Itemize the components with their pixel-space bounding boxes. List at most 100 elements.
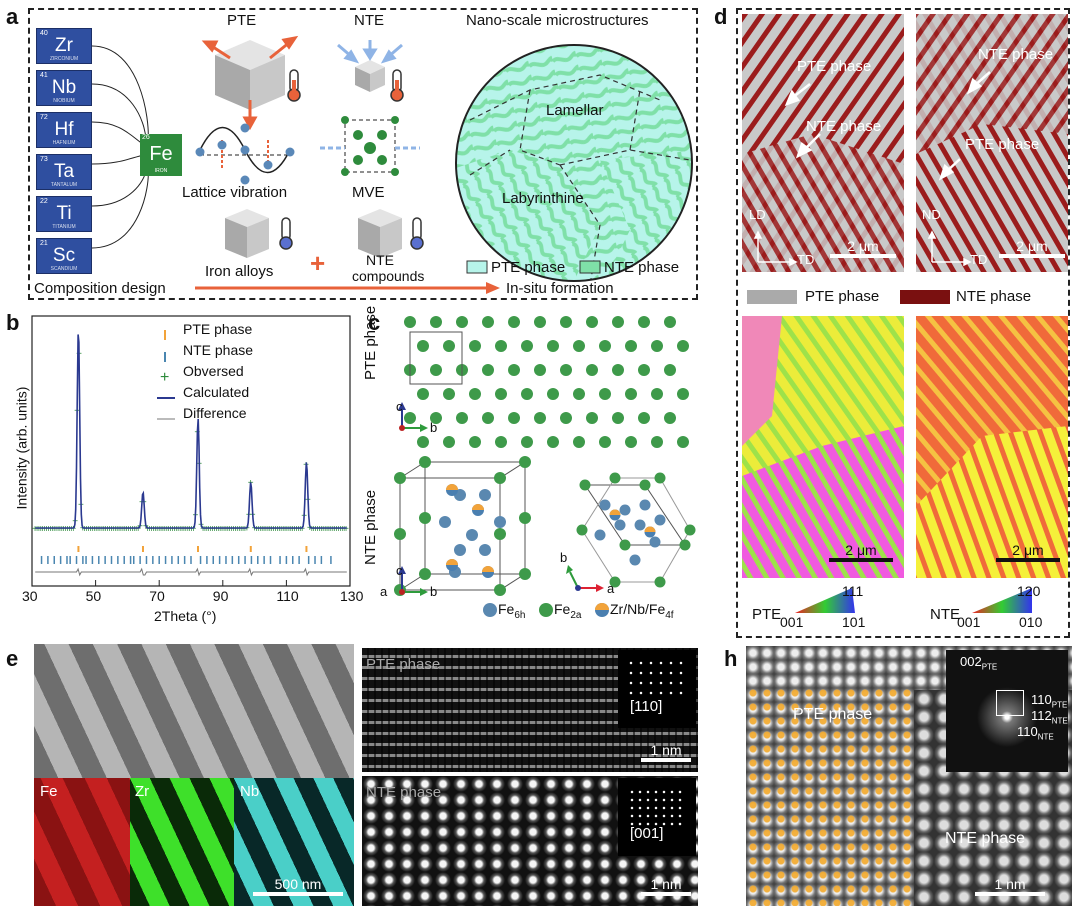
- fft-110-pte: 110PTE: [1031, 692, 1068, 710]
- observed-point: +: [88, 524, 94, 535]
- zr-map-label: Zr: [135, 783, 150, 800]
- observed-point: +: [254, 524, 260, 535]
- fe-atom: [495, 388, 507, 400]
- fe-atom: [469, 388, 481, 400]
- pte-swatch: [466, 260, 488, 274]
- x-tick-label: 130: [340, 588, 364, 604]
- legend-pte-swatch: [747, 290, 797, 304]
- fe-atom: [586, 412, 598, 424]
- fe6h-atom: [654, 514, 666, 526]
- observed-point: +: [120, 524, 126, 535]
- observed-point: +: [221, 524, 227, 535]
- fe-atom: [456, 316, 468, 328]
- fe2a-atom: [394, 472, 406, 484]
- observed-point: +: [126, 524, 132, 535]
- observed-point: +: [168, 524, 174, 535]
- observed-point: +: [118, 524, 124, 535]
- fe2a-atom: [654, 576, 666, 588]
- observed-point: +: [122, 524, 128, 535]
- sem-right-label-2: PTE phase: [965, 136, 1040, 153]
- fe-atom: [547, 436, 559, 448]
- observed-point: +: [68, 524, 74, 535]
- element-symbol: Sc: [52, 245, 76, 266]
- fe2a-atom: [494, 528, 506, 540]
- observed-point: +: [145, 524, 151, 535]
- fe-map-label: Fe: [40, 783, 58, 800]
- legend-observed: Obversed: [183, 363, 244, 379]
- observed-point: +: [150, 524, 156, 535]
- interface-scalebar: 1 nm: [970, 876, 1050, 896]
- observed-point: +: [80, 524, 86, 535]
- nte-diffraction-inset: [618, 778, 696, 856]
- sem-left-label-1: PTE phase: [797, 58, 872, 75]
- fe2a-atom: [609, 472, 621, 484]
- observed-point: +: [63, 524, 69, 535]
- observed-point: +: [326, 524, 332, 535]
- observed-point: +: [231, 524, 237, 535]
- observed-point: +: [32, 524, 38, 535]
- sem-top-images: [742, 14, 1068, 272]
- legend-fe6h: Fe6h: [498, 601, 526, 621]
- observed-point: +: [128, 524, 134, 535]
- observed-point: +: [59, 524, 65, 535]
- observed-point: +: [164, 524, 170, 535]
- fe-atom: [534, 316, 546, 328]
- observed-point: +: [34, 524, 40, 535]
- nte-axes-icon: [398, 566, 428, 596]
- fe6h-atom: [439, 516, 451, 528]
- observed-point: +: [240, 524, 246, 535]
- observed-point: +: [297, 524, 303, 535]
- panel-e-label: e: [6, 646, 19, 671]
- y-axis-label: Intensity (arb. units): [13, 386, 30, 510]
- fe-atom: [586, 316, 598, 328]
- observed-point: +: [337, 524, 343, 535]
- pte-phase-vlabel: PTE phase: [362, 305, 379, 380]
- observed-point: +: [242, 524, 248, 535]
- element-symbol: Nb: [51, 77, 77, 98]
- fe-atom: [625, 436, 637, 448]
- observed-point: +: [38, 524, 44, 535]
- nte-compounds-label-1: NTE: [366, 252, 394, 268]
- iron-alloy-cube-icon: [225, 209, 269, 258]
- svg-text:+: +: [160, 369, 169, 386]
- fe6h-atom: [629, 554, 641, 566]
- observed-point: +: [84, 524, 90, 535]
- fe-atom: [599, 340, 611, 352]
- observed-point: +: [320, 524, 326, 535]
- fe6h-atom: [494, 516, 506, 528]
- fe-atom: [404, 316, 416, 328]
- fe2a-atom-icon: [539, 603, 553, 617]
- observed-point: +: [343, 524, 349, 535]
- fe2a-atom: [394, 528, 406, 540]
- pte-title: PTE: [227, 12, 257, 29]
- nb-map-label: Nb: [240, 783, 260, 800]
- observed-point: +: [288, 524, 294, 535]
- observed-point: +: [295, 524, 301, 535]
- hex-axes-icon: [566, 565, 604, 592]
- zr-map: [130, 778, 234, 906]
- fe-symbol: Fe: [149, 143, 173, 165]
- legend-fe2a: Fe2a: [554, 601, 582, 621]
- element-name: TANTALUM: [50, 182, 78, 188]
- axis-b-label-2: b: [430, 584, 438, 599]
- observed-point: +: [234, 524, 240, 535]
- element-number: 72: [40, 114, 48, 121]
- ebsd-right-scalebar: 2 μm: [993, 542, 1063, 562]
- observed-point: +: [229, 524, 235, 535]
- fe2a-atom: [679, 539, 691, 551]
- observed-point: +: [311, 524, 317, 535]
- panel-b-label: b: [6, 310, 20, 335]
- haadf-image: [34, 644, 354, 778]
- fe-atom: [677, 436, 689, 448]
- fe6h-atom: [639, 499, 651, 511]
- fe6h-atom: [479, 544, 491, 556]
- observed-point: +: [328, 524, 334, 535]
- observed-point: +: [40, 524, 46, 535]
- sem-right-label-1: NTE phase: [978, 46, 1054, 63]
- observed-point: +: [114, 524, 120, 535]
- fe6h-atom: [634, 519, 646, 531]
- observed-point: +: [131, 524, 137, 535]
- axis-c-label: c: [396, 399, 403, 414]
- fe2a-atom: [684, 524, 696, 536]
